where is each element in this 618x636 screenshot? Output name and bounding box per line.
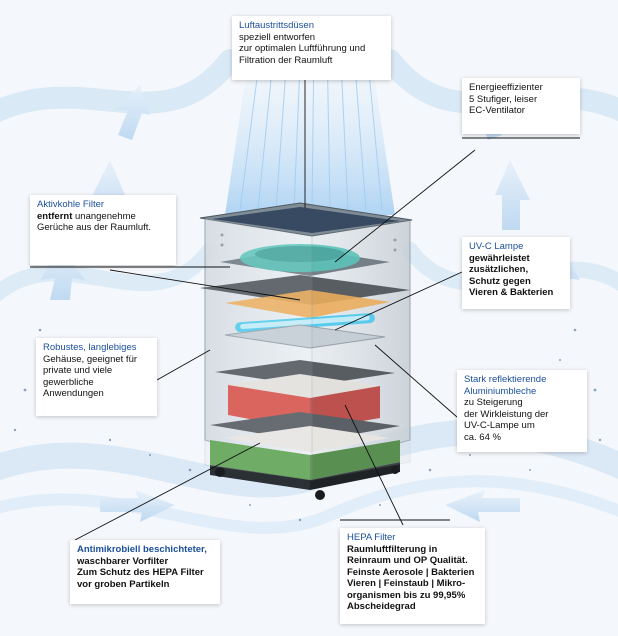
callout-title: Stark reflektierende [464, 374, 547, 385]
callout-line: private und viele [43, 365, 113, 376]
callout-line: UV-C-Lampe um [464, 420, 535, 431]
callout-line: Zum Schutz des HEPA Filter [77, 567, 204, 578]
callout-line: der Wirkleistung der [464, 408, 549, 420]
callout-line: Energieeffizienter [469, 82, 543, 93]
callout-bold: entfernt [37, 210, 73, 222]
callout-line: EC-Ventilator [469, 105, 525, 116]
callout-title: Aktivkohle Filter [37, 199, 105, 210]
callout-line: gewerbliche [43, 376, 94, 388]
callout-line: Abscheidegrad [347, 601, 416, 612]
callout-line: gewährleistet [469, 252, 530, 264]
callout-line: 5 Stufiger, leiser [469, 93, 538, 105]
callout-line: unangenehme [75, 210, 136, 222]
callout-line: speziell entworfen [239, 31, 316, 43]
particles [13, 328, 602, 522]
callout-line: Schutz gegen [469, 275, 531, 287]
callout-title: Antimikrobiell beschichteter, [77, 544, 207, 555]
callout-line: zu Steigerung [464, 397, 523, 408]
callout-line: zusätzlichen, [469, 264, 529, 275]
callout-line: Filtration der Raumluft [239, 54, 333, 66]
callout-ec-fan: Energieeffizienter 5 Stufiger, leiser EC… [462, 78, 580, 134]
callout-title: HEPA Filter [347, 532, 396, 543]
callout-line: waschbarer Vorfilter [77, 555, 169, 567]
callout-line: ca. 64 % [464, 431, 501, 443]
callout-title: UV-C Lampe [469, 241, 524, 252]
callout-title: Robustes, langlebiges [43, 342, 137, 353]
callout-hepa-filter: HEPA Filter Raumluftfilterung in Reinrau… [340, 528, 485, 624]
purifier-device [199, 202, 413, 500]
callout-aluminum-reflector: Stark reflektierende Aluminiumbleche zu … [457, 370, 587, 452]
callout-carbon-filter: Aktivkohle Filter entfernt unangenehme G… [30, 195, 176, 265]
callout-antimicrobial-prefilter: Antimikrobiell beschichteter, waschbarer… [70, 540, 220, 604]
callout-line: Vieren & Bakterien [469, 287, 554, 298]
callout-uvc-lamp: UV-C Lampe gewährleistet zusätzlichen, S… [462, 237, 570, 309]
leader-lines [30, 80, 580, 541]
callout-title-2: Aluminiumbleche [464, 385, 537, 397]
callout-title: Luftaustrittsdüsen [239, 20, 314, 31]
callout-line: vor groben Partikeln [77, 578, 170, 590]
callout-air-outlet-nozzles: Luftaustrittsdüsen speziell entworfen zu… [232, 16, 391, 80]
callout-line: Vieren | Feinstaub | Mikro- [347, 578, 466, 589]
callout-housing: Robustes, langlebiges Gehäuse, geeignet … [36, 338, 157, 416]
callout-line: Raumluftfilterung in [347, 543, 438, 555]
callout-line: organismen bis zu 99,95% [347, 589, 466, 601]
callout-line: Feinste Aerosole | Bakterien [347, 566, 475, 578]
callout-line: Anwendungen [43, 388, 104, 399]
callout-line: Reinraum und OP Qualität. [347, 555, 468, 566]
callout-line: Gerüche aus der Raumluft. [37, 222, 152, 233]
callout-line: zur optimalen Luftführung und [239, 43, 366, 54]
callout-line: Gehäuse, geeignet für [43, 353, 138, 365]
